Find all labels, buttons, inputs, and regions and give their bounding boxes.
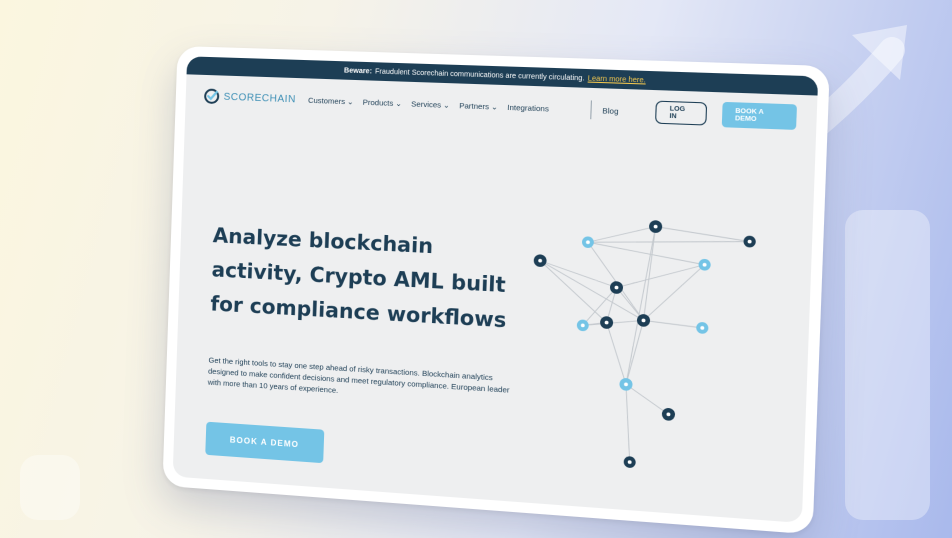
hero-title: Analyze blockchain activity, Crypto AML … xyxy=(210,218,522,338)
book-demo-button[interactable]: BOOK A DEMO xyxy=(205,421,324,464)
nav-item-partners[interactable]: Partners ⌄ xyxy=(459,100,498,111)
banner-prefix: Beware: xyxy=(343,66,373,75)
banner-message: Fraudulent Scorechain communications are… xyxy=(374,67,585,82)
website-screen: Beware: Fraudulent Scorechain communicat… xyxy=(172,56,819,524)
logo-text: SCORECHAIN xyxy=(223,91,297,105)
login-button[interactable]: LOG IN xyxy=(655,100,707,126)
hero-title-line: Analyze blockchain xyxy=(212,223,434,259)
nav-item-services[interactable]: Services ⌄ xyxy=(411,99,450,110)
hero-description: Get the right tools to stay one step ahe… xyxy=(207,355,510,396)
chevron-down-icon: ⌄ xyxy=(346,96,354,106)
tablet-device: Beware: Fraudulent Scorechain communicat… xyxy=(162,45,830,535)
nav-item-label: Integrations xyxy=(507,102,550,114)
hero-title-line: for compliance workflows xyxy=(210,291,507,333)
nav-divider xyxy=(590,100,592,120)
hero-title-line: activity, Crypto AML built xyxy=(211,257,507,298)
nav-item-customers[interactable]: Customers ⌄ xyxy=(308,95,354,106)
book-demo-nav-button[interactable]: BOOK A DEMO xyxy=(721,101,797,130)
scorechain-logo-icon xyxy=(203,88,220,105)
banner-learn-more-link[interactable]: Learn more here. xyxy=(587,74,646,84)
nav-item-integrations[interactable]: Integrations xyxy=(507,102,549,113)
nav-item-label: Products xyxy=(362,97,394,108)
chevron-down-icon: ⌄ xyxy=(395,98,403,108)
nav-item-label: Services xyxy=(411,98,442,110)
chevron-down-icon: ⌄ xyxy=(490,101,498,112)
blockchain-network-graph xyxy=(533,220,756,469)
chevron-down-icon: ⌄ xyxy=(443,99,450,110)
background-bar xyxy=(20,455,80,520)
background-bar xyxy=(845,210,930,520)
nav-item-label: Partners xyxy=(459,100,490,111)
nav-item-label: Customers xyxy=(307,95,346,106)
logo[interactable]: SCORECHAIN xyxy=(203,88,296,107)
nav-item-blog[interactable]: Blog xyxy=(602,105,619,116)
nav-item-products[interactable]: Products ⌄ xyxy=(363,97,402,108)
hero-section: Analyze blockchain activity, Crypto AML … xyxy=(205,218,522,477)
